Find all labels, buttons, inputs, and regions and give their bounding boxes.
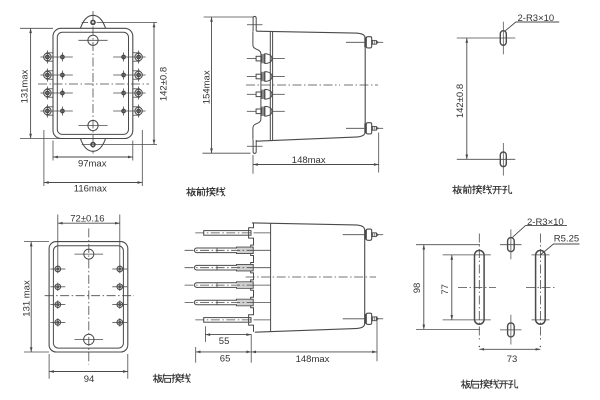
svg-text:73: 73: [507, 354, 518, 365]
svg-text:148max: 148max: [296, 354, 330, 365]
svg-text:142±0.8: 142±0.8: [455, 84, 466, 118]
svg-text:55: 55: [219, 336, 230, 347]
svg-text:154max: 154max: [201, 70, 212, 104]
svg-text:94: 94: [84, 374, 95, 385]
svg-text:131 max: 131 max: [22, 280, 33, 317]
svg-text:98: 98: [412, 283, 423, 294]
svg-text:77: 77: [440, 284, 451, 295]
svg-text:116max: 116max: [74, 184, 107, 195]
svg-text:2-R3×10: 2-R3×10: [518, 13, 555, 24]
svg-text:72±0.16: 72±0.16: [70, 213, 104, 224]
svg-text:2-R3×10: 2-R3×10: [527, 217, 564, 228]
svg-text:97max: 97max: [78, 159, 107, 170]
svg-text:R5.25: R5.25: [554, 234, 579, 245]
svg-text:142±0.8: 142±0.8: [158, 67, 169, 101]
svg-text:65: 65: [220, 354, 231, 365]
svg-text:131max: 131max: [19, 69, 30, 103]
svg-text:148max: 148max: [292, 155, 326, 166]
